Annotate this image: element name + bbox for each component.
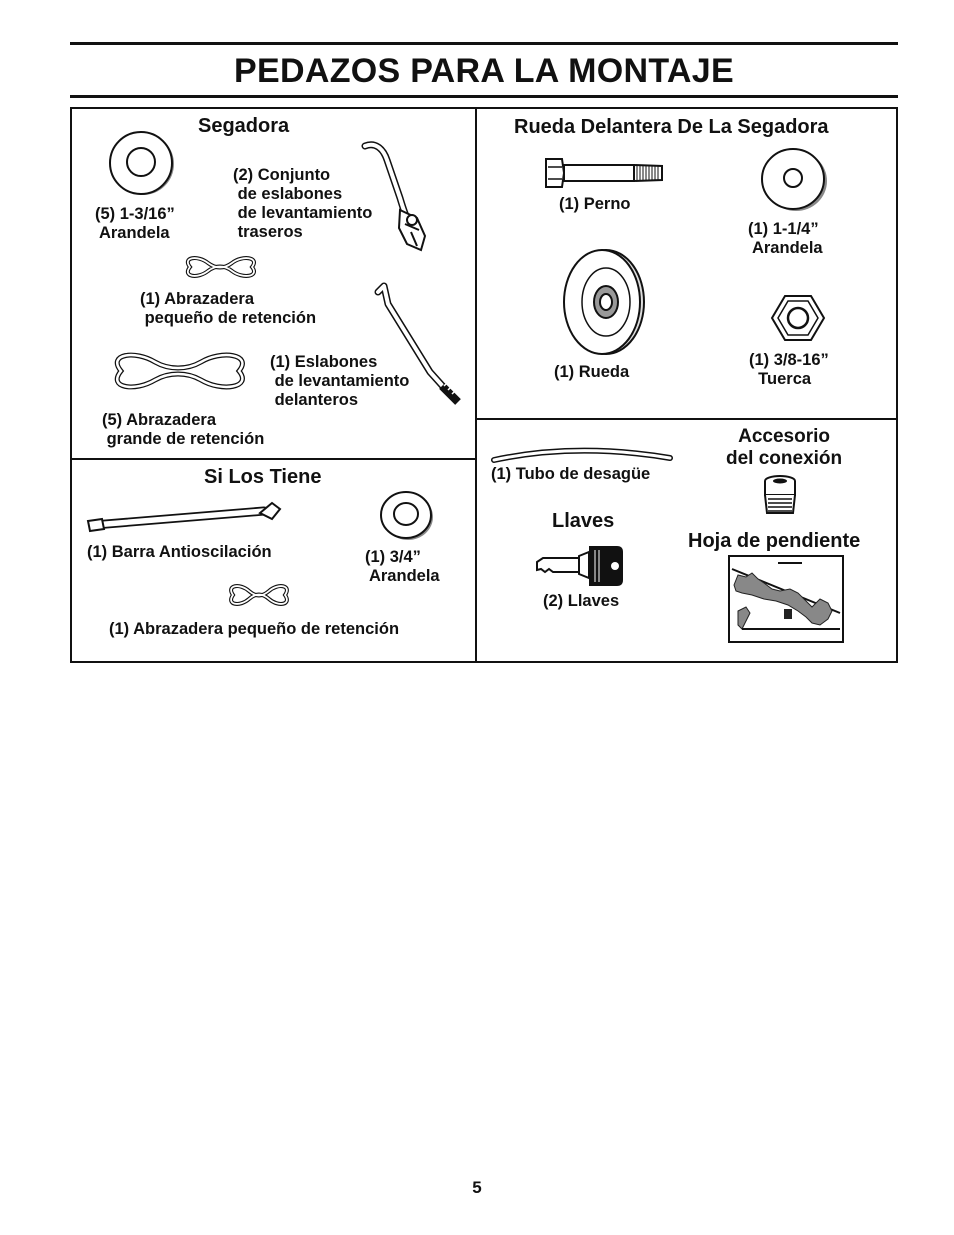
key-icon xyxy=(536,546,623,586)
si-los-tiene-heading: Si Los Tiene xyxy=(204,466,322,488)
rear-lift-link-icon xyxy=(361,141,427,252)
page-number: 5 xyxy=(472,1178,482,1197)
nut-icon xyxy=(770,295,826,341)
large-retaining-clip-icon xyxy=(114,352,245,390)
sway-bar-icon xyxy=(86,501,282,533)
segadora-small-clip-label: (1) Abrazadera pequeño de retención xyxy=(140,290,317,327)
rueda-heading: Rueda Delantera De La Segadora xyxy=(514,116,829,138)
hose-fitting-icon xyxy=(764,475,796,514)
wheel-icon xyxy=(563,249,645,355)
nut-label: (1) 3/8-16” Tuerca xyxy=(749,351,829,388)
si-los-tiene-washer-label: (1) 3/4” Arandela xyxy=(365,548,440,585)
si-los-tiene-clip-label: (1) Abrazadera pequeño de retención xyxy=(109,620,400,638)
segadora-washer-label: (5) 1-3/16” Arandela xyxy=(95,205,175,242)
fitting-heading: Accesorio del conexión xyxy=(726,426,843,469)
small-retaining-clip-icon xyxy=(186,256,256,278)
slope-sheet-heading: Hoja de pendiente xyxy=(688,530,861,552)
wheel-label: (1) Rueda xyxy=(554,363,630,381)
rueda-washer-label: (1) 1-1/4” Arandela xyxy=(748,220,823,257)
bolt-label: (1) Perno xyxy=(559,195,631,213)
front-links-label: (1) Eslabones de levantamiento delantero… xyxy=(270,353,410,409)
bolt-icon xyxy=(545,158,663,188)
front-lift-link-icon xyxy=(374,282,461,405)
segadora-large-clip-label: (5) Abrazadera grande de retención xyxy=(102,411,265,448)
rueda-panel xyxy=(475,107,898,420)
drain-tube-label: (1) Tubo de desagüe xyxy=(491,465,651,483)
title-top-rule xyxy=(70,42,898,45)
page-title: PEDAZOS PARA LA MONTAJE xyxy=(234,52,734,90)
keys-heading: Llaves xyxy=(552,510,615,532)
large-washer-icon xyxy=(109,131,174,195)
slope-sheet-icon xyxy=(728,555,844,643)
segadora-heading: Segadora xyxy=(198,115,290,137)
keys-label: (2) Llaves xyxy=(543,592,620,610)
drain-tube-icon xyxy=(491,447,673,463)
si-los-tiene-clip-icon xyxy=(229,584,289,606)
rear-links-label: (2) Conjunto de eslabones de levantamien… xyxy=(233,166,373,241)
misc-panel xyxy=(475,418,898,663)
small-washer-icon xyxy=(380,491,433,540)
title-bottom-rule xyxy=(70,95,898,98)
sway-bar-label: (1) Barra Antioscilación xyxy=(87,543,272,561)
rueda-washer-icon xyxy=(761,148,827,211)
